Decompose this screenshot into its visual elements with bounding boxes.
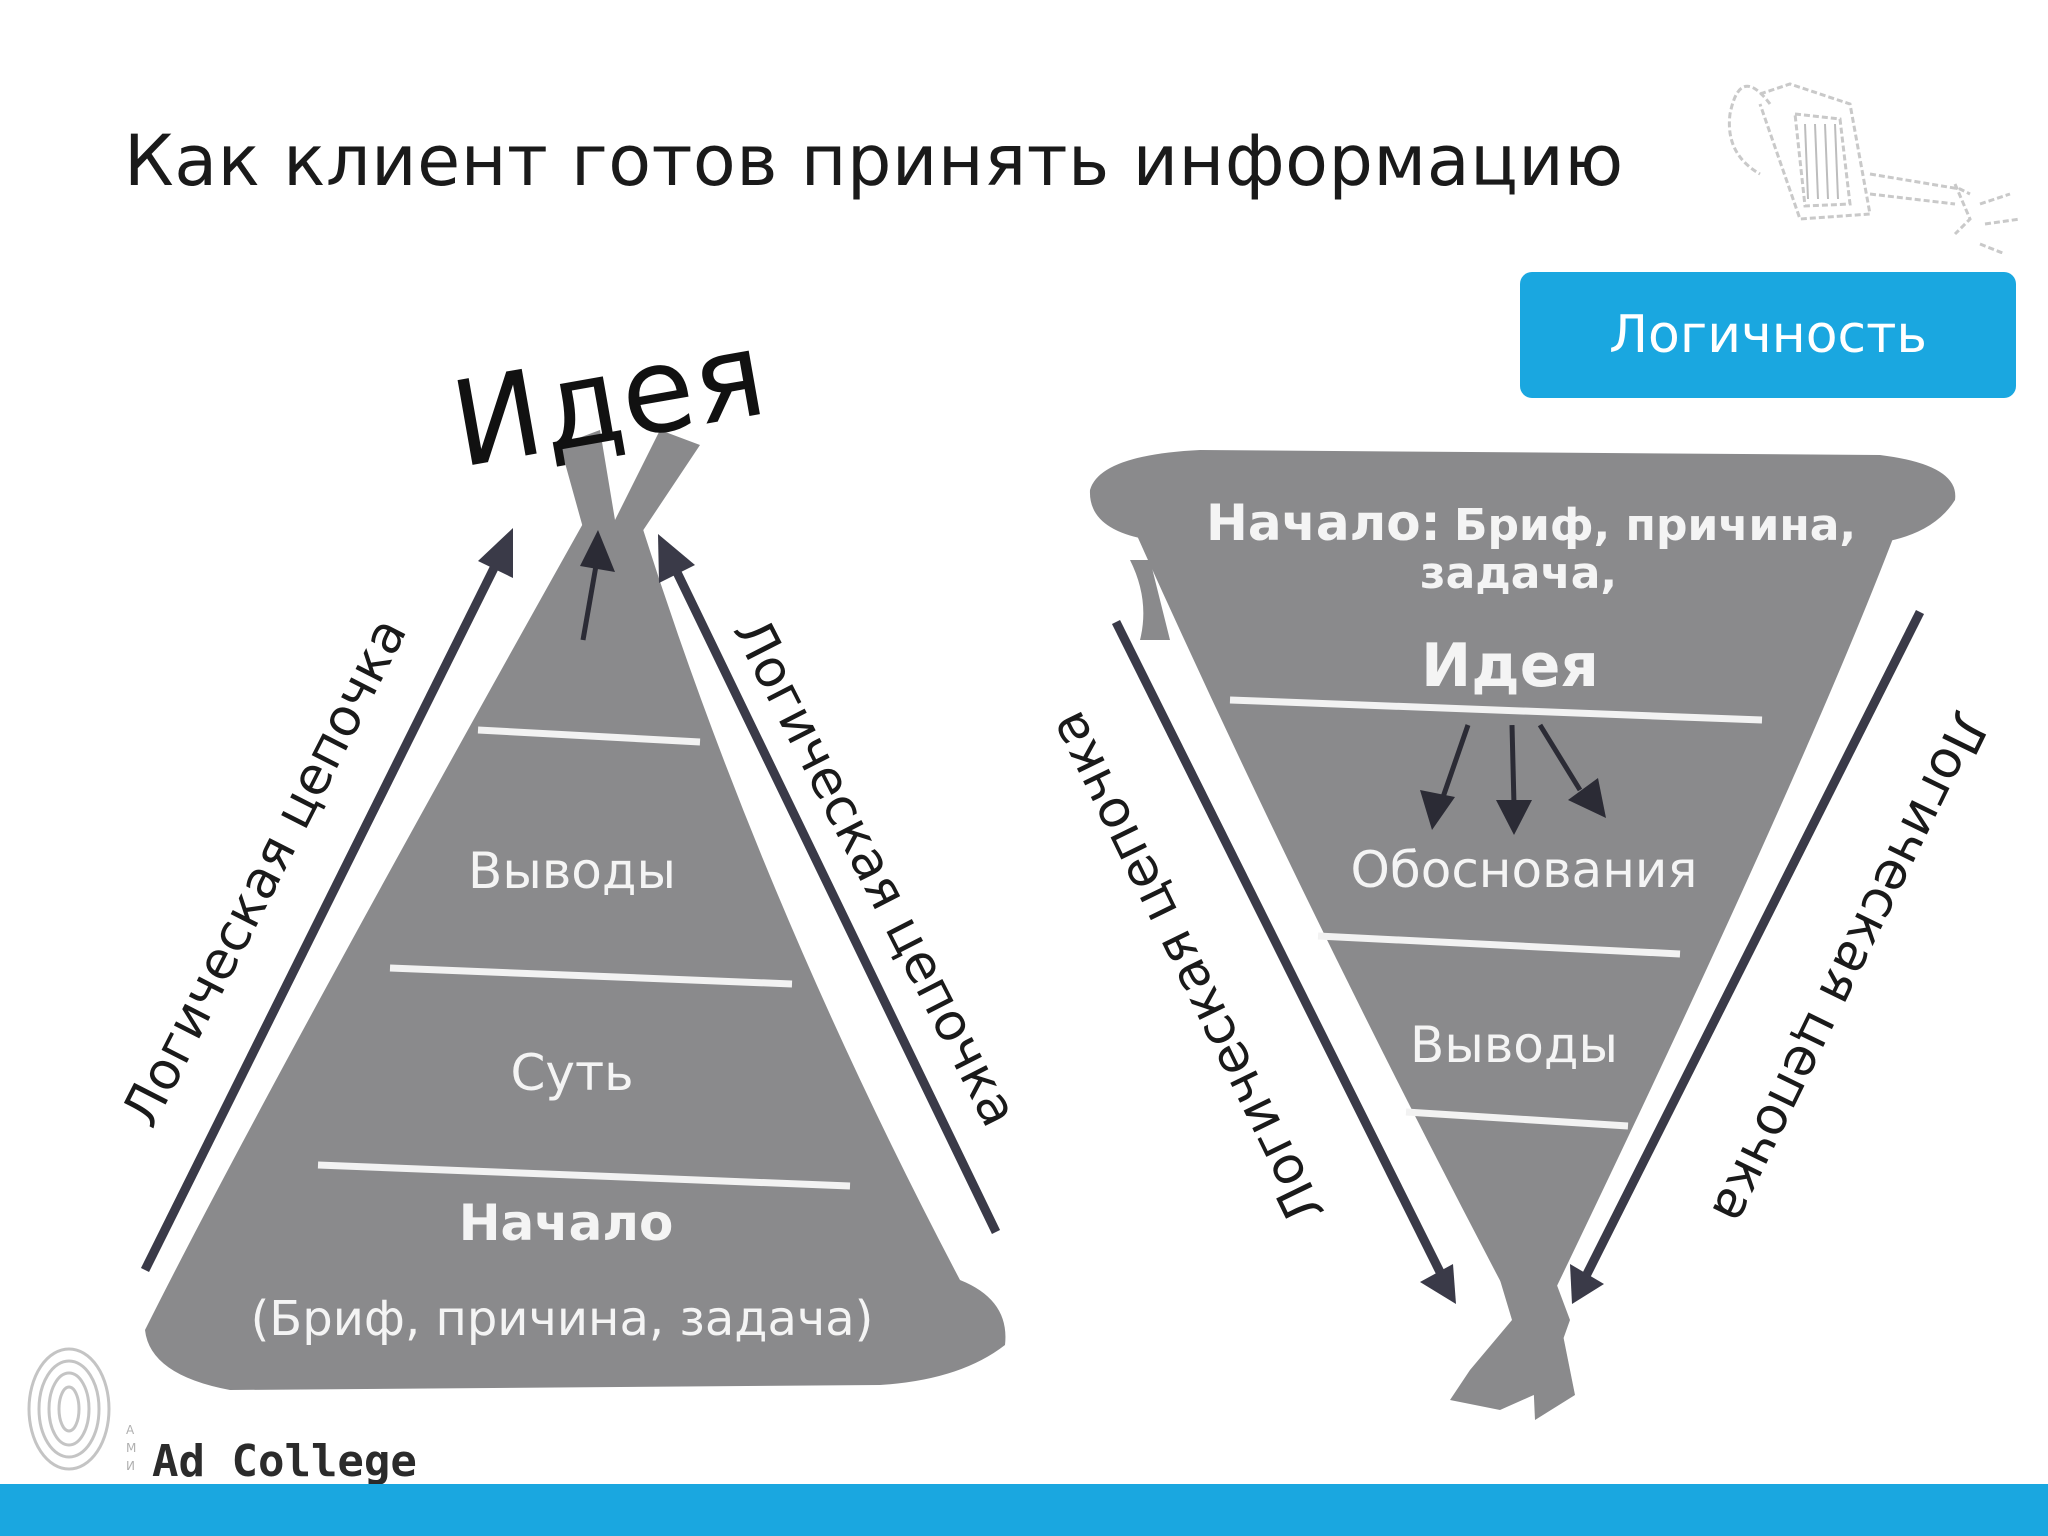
- watering-can-logo: [1727, 82, 2021, 254]
- pyramid-divider-2: [389, 964, 793, 988]
- fingerprint-logo: А М И: [27, 1347, 136, 1473]
- pyramid-shape: [145, 520, 1006, 1390]
- svg-text:И: И: [126, 1459, 135, 1473]
- pyramid-divider-1: [477, 726, 701, 746]
- svg-text:М: М: [126, 1441, 136, 1455]
- funnel-start-label: Начало: Бриф, причина, задача,: [1206, 494, 1874, 599]
- funnel-conclusions-label: Выводы: [1410, 1016, 1618, 1074]
- funnel-justifications-label: Обоснования: [1351, 841, 1698, 899]
- funnel-right-arrow-icon: [1570, 1264, 1604, 1304]
- funnel-divider-1: [1229, 696, 1763, 724]
- pyramid-inner-arrow-icon: [580, 530, 615, 572]
- pyramid-level-start-detail: (Бриф, причина, задача): [251, 1291, 874, 1347]
- funnel-arrow-left-icon: [1420, 790, 1455, 830]
- funnel-arrow-right-icon: [1568, 778, 1606, 818]
- pyramid-poles: [560, 430, 700, 535]
- bottom-accent-bar: [0, 1484, 2048, 1536]
- logicality-badge: Логичность: [1520, 272, 2016, 398]
- pyramid-level-start: Начало: [459, 1194, 674, 1252]
- funnel-divider-2: [1317, 932, 1681, 958]
- pyramid-divider-3: [317, 1161, 851, 1190]
- funnel-shape: [1130, 520, 1900, 1290]
- pyramid-level-essence: Суть: [510, 1044, 633, 1102]
- svg-text:А: А: [126, 1423, 135, 1437]
- pyramid-level-conclusions: Выводы: [468, 842, 676, 900]
- slide-title: Как клиент готов принять информацию: [124, 120, 1624, 202]
- funnel-start-line1: Бриф, причина,: [1454, 500, 1856, 551]
- funnel-start-line2: задача,: [1420, 548, 1617, 599]
- pyramid-right-arrow-icon: [658, 534, 695, 583]
- pyramid-left-arrow-icon: [478, 528, 513, 578]
- funnel-idea-label: Идея: [1421, 631, 1599, 701]
- funnel-left-arrow-icon: [1420, 1264, 1456, 1304]
- brand-name: Ad College: [152, 1436, 417, 1487]
- funnel-divider-3: [1405, 1108, 1629, 1130]
- funnel-start-bold: Начало:: [1206, 494, 1441, 552]
- funnel-arrow-center-icon: [1496, 800, 1532, 835]
